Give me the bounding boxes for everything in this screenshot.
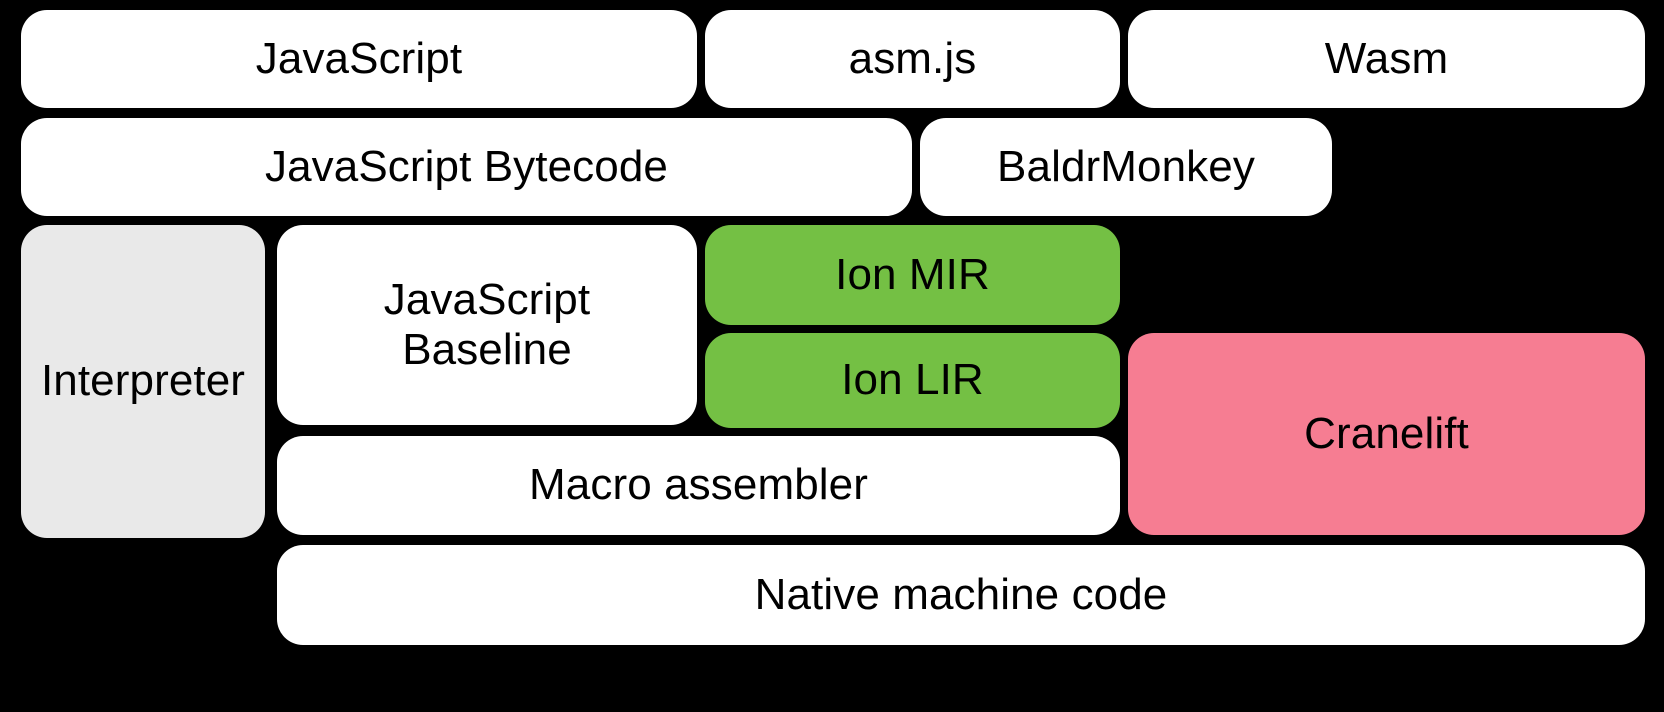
diagram-node-label: asm.js — [848, 33, 977, 83]
diagram-node-label: Ion LIR — [841, 355, 984, 405]
diagram-node-ion-lir[interactable]: Ion LIR — [705, 333, 1120, 428]
diagram-node-label: Interpreter — [40, 356, 246, 406]
diagram-node-wasm[interactable]: Wasm — [1128, 10, 1645, 108]
diagram-node-asmjs[interactable]: asm.js — [705, 10, 1120, 108]
diagram-node-javascript[interactable]: JavaScript — [21, 10, 697, 108]
diagram-node-label: Native machine code — [754, 569, 1168, 619]
diagram-node-javascript-bytecode[interactable]: JavaScript Bytecode — [21, 118, 912, 216]
diagram-node-label: JavaScript Bytecode — [265, 141, 668, 191]
diagram-node-baldrmonkey[interactable]: BaldrMonkey — [920, 118, 1332, 216]
diagram-node-label: Ion MIR — [835, 249, 990, 299]
diagram-node-native-machine-code[interactable]: Native machine code — [277, 545, 1645, 645]
diagram-node-macro-assembler[interactable]: Macro assembler — [277, 436, 1120, 535]
diagram-node-interpreter[interactable]: Interpreter — [21, 225, 265, 538]
diagram-node-ion-mir[interactable]: Ion MIR — [705, 225, 1120, 325]
diagram-node-label: JavaScript — [255, 33, 463, 83]
diagram-node-cranelift[interactable]: Cranelift — [1128, 333, 1645, 535]
diagram-node-label: JavaScript Baseline — [383, 274, 591, 374]
diagram-node-javascript-baseline[interactable]: JavaScript Baseline — [277, 225, 697, 425]
diagram-node-label: BaldrMonkey — [997, 141, 1255, 191]
diagram-node-label: Cranelift — [1304, 408, 1469, 458]
diagram-node-label: Macro assembler — [529, 460, 868, 510]
diagram-node-label: Wasm — [1324, 33, 1449, 83]
